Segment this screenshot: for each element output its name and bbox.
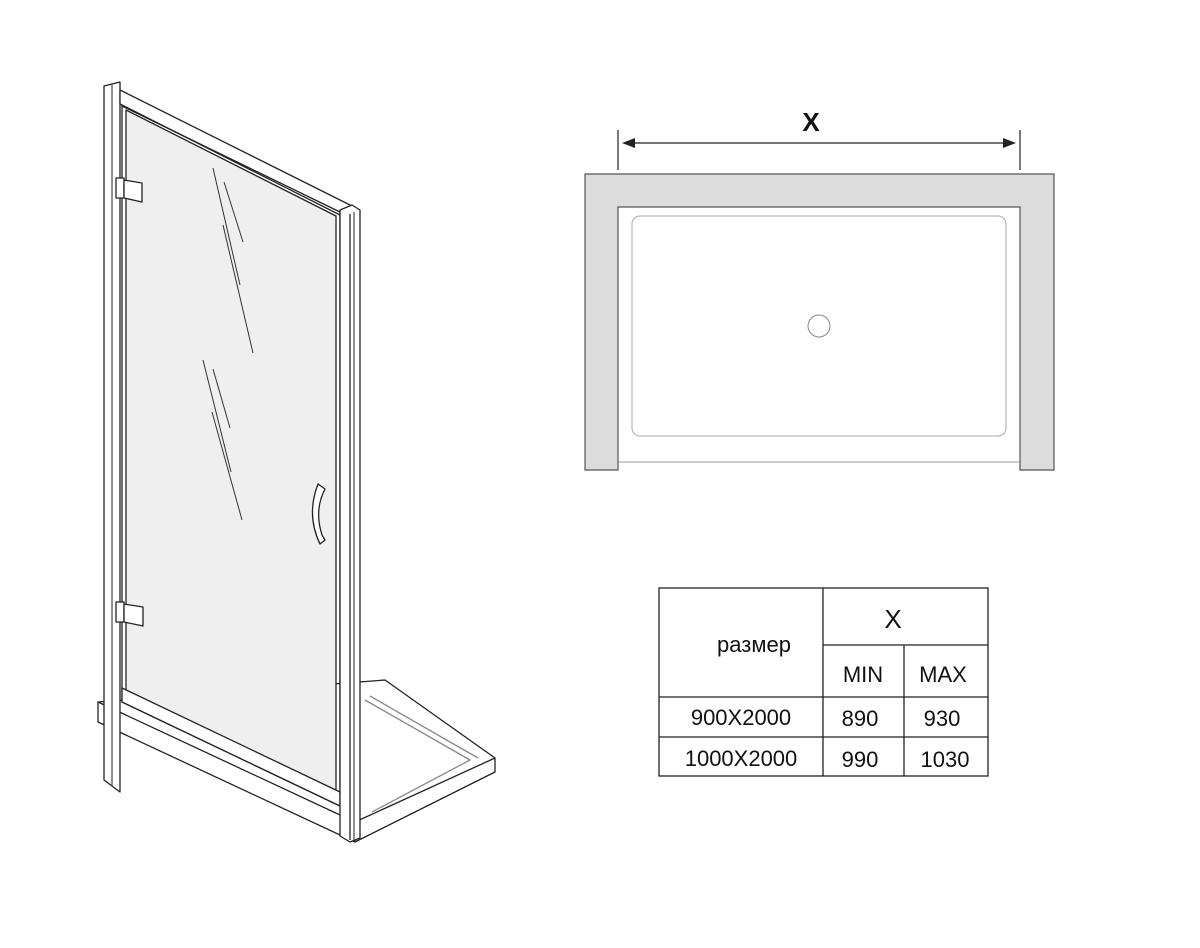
row-size: 1000X2000 (685, 746, 798, 771)
glass-panel (125, 109, 337, 801)
row-max: 1030 (921, 747, 970, 772)
door-handle-icon (311, 483, 326, 545)
dimension-label-x: X (802, 107, 820, 137)
size-table (658, 587, 989, 777)
wall-outline (584, 173, 1055, 471)
row-size: 900X2000 (691, 705, 791, 730)
hinge-bottom (115, 601, 144, 627)
row-max: 930 (924, 706, 961, 731)
hinge-top (115, 177, 143, 203)
glass-reflection (202, 167, 254, 521)
drain-icon (807, 314, 831, 338)
tray-outline (631, 215, 1007, 437)
row-min: 890 (842, 706, 879, 731)
plan-view (584, 130, 1055, 471)
header-max: MAX (919, 662, 967, 687)
header-size: размер (717, 632, 791, 657)
header-x: X (884, 604, 901, 634)
shower-door-isometric (97, 81, 496, 843)
header-min: MIN (843, 662, 883, 687)
row-min: 990 (842, 747, 879, 772)
